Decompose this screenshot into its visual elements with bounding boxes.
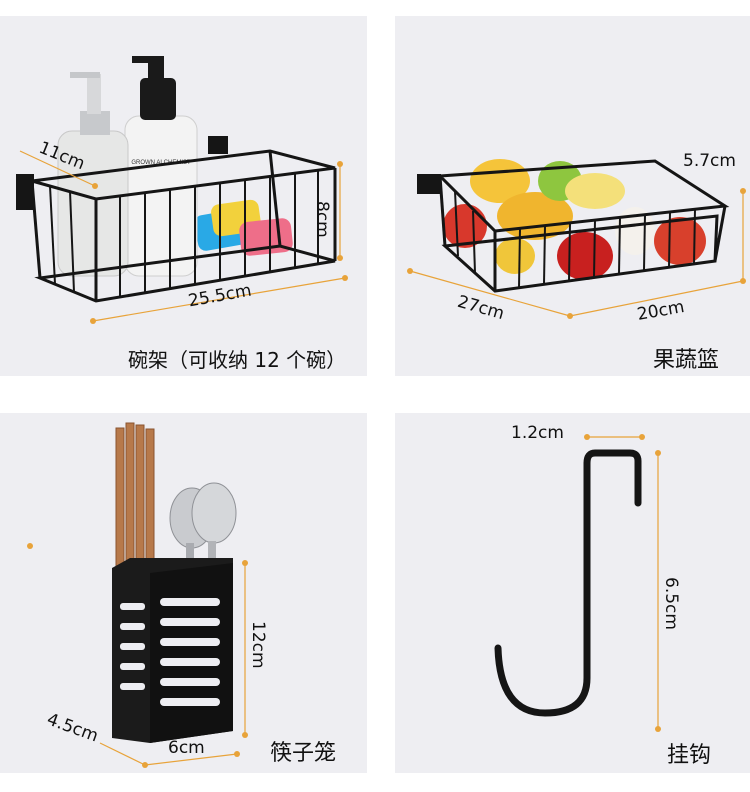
bowl-rack-illustration: GROWN ALCHEMIST bbox=[16, 56, 348, 324]
hook-width: 1.2cm bbox=[511, 423, 564, 443]
panel-fruit-basket: 5.7cm 27cm 20cm 果蔬篮 bbox=[395, 16, 750, 376]
fruit-basket-caption: 果蔬篮 bbox=[653, 348, 720, 373]
fruit-basket-height: 5.7cm bbox=[683, 151, 736, 171]
bowl-rack-height: 8cm bbox=[312, 201, 332, 238]
hook-caption: 挂钩 bbox=[667, 743, 712, 768]
panel-hook: 1.2cm 6.5cm 挂钩 bbox=[395, 413, 750, 773]
bowl-rack-caption: 碗架（可收纳 12 个碗） bbox=[128, 348, 347, 372]
panel-bowl-rack: GROWN ALCHEMIST bbox=[0, 16, 367, 376]
chopstick-holder-illustration bbox=[27, 422, 248, 768]
fruit-basket-illustration bbox=[407, 159, 746, 319]
panel-chopstick-holder: 12cm 4.5cm 6cm 筷子笼 bbox=[0, 413, 367, 773]
chopstick-holder-caption: 筷子笼 bbox=[270, 741, 337, 766]
bottle-label: GROWN ALCHEMIST bbox=[131, 160, 191, 166]
hook-height: 6.5cm bbox=[661, 577, 681, 630]
hook-illustration bbox=[494, 434, 661, 732]
chopstick-holder-height: 12cm bbox=[248, 621, 268, 669]
chopstick-holder-width: 6cm bbox=[168, 738, 205, 758]
